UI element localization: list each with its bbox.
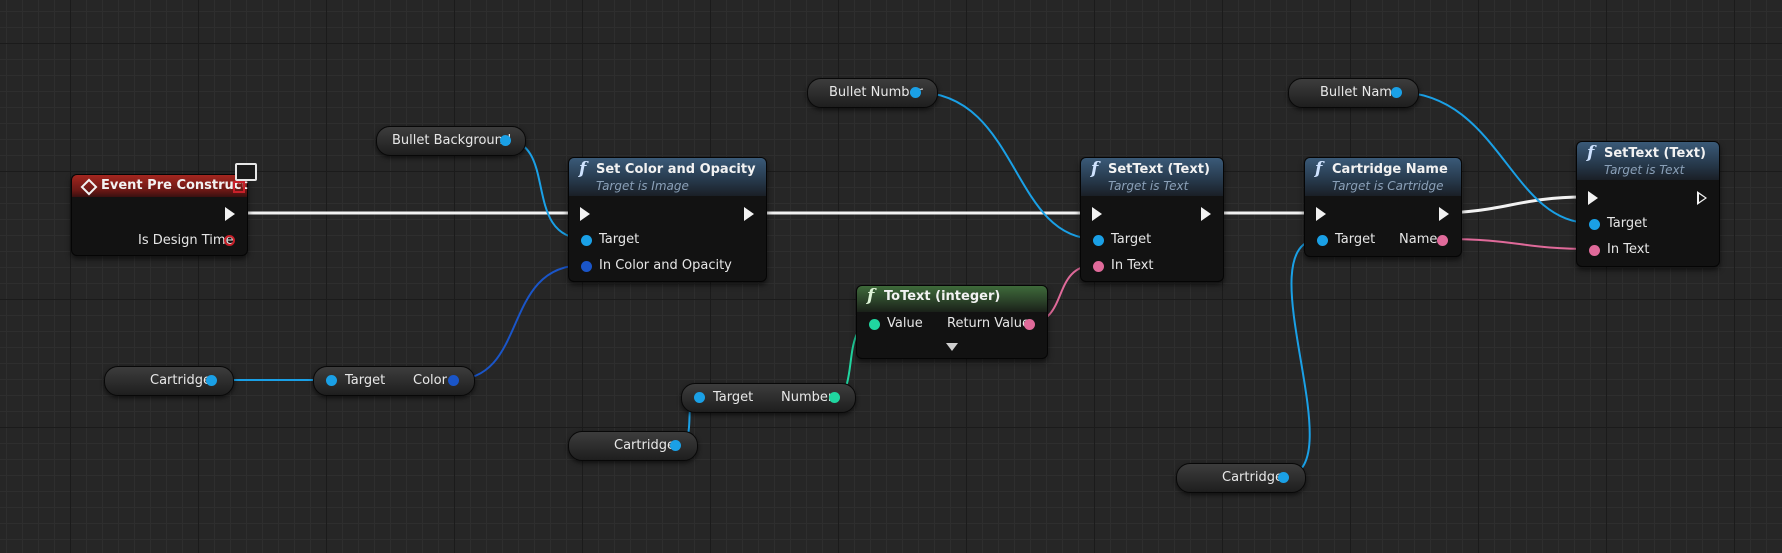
node-title: Set Color and Opacity bbox=[596, 162, 756, 177]
color-output-pin[interactable] bbox=[448, 375, 459, 386]
pin-label: Target bbox=[1335, 232, 1376, 247]
get-number-node[interactable]: Target Number bbox=[681, 383, 856, 413]
node-subtitle: Target is Image bbox=[596, 179, 689, 193]
cartridge-name-node[interactable]: f Cartridge Name Target is Cartridge Tar… bbox=[1304, 157, 1462, 257]
target-pin[interactable] bbox=[1093, 235, 1104, 246]
pure-function-header: f ToText (integer) bbox=[857, 286, 1047, 312]
value-pin[interactable] bbox=[869, 319, 880, 330]
is-design-time-pin[interactable] bbox=[224, 235, 235, 246]
pin-label: In Color and Opacity bbox=[599, 258, 732, 273]
settext-node[interactable]: f SetText (Text) Target is Text Target I… bbox=[1080, 157, 1224, 282]
function-header: f SetText (Text) Target is Text bbox=[1577, 142, 1719, 180]
target-pin[interactable] bbox=[1317, 235, 1328, 246]
output-delegate-pin[interactable] bbox=[233, 181, 245, 193]
return-value-pin[interactable] bbox=[1024, 319, 1035, 330]
event-header: Event Pre Construct bbox=[72, 163, 257, 197]
pin-label: Number bbox=[781, 390, 834, 405]
node-subtitle: Target is Cartridge bbox=[1332, 179, 1444, 193]
node-title: SetText (Text) bbox=[1108, 162, 1210, 177]
variable-output-pin[interactable] bbox=[500, 135, 511, 146]
variable-output-pin[interactable] bbox=[206, 375, 217, 386]
pin-label: Target bbox=[713, 390, 754, 405]
cartridge-variable[interactable]: Cartridge bbox=[568, 431, 698, 461]
data-wire bbox=[1281, 238, 1322, 478]
data-wire bbox=[1395, 91, 1591, 224]
name-output-pin[interactable] bbox=[1437, 235, 1448, 246]
function-header: f SetText (Text) Target is Text bbox=[1081, 158, 1223, 196]
pin-label: Target bbox=[1111, 232, 1152, 247]
totext-integer-node[interactable]: f ToText (integer) Value Return Value bbox=[856, 285, 1048, 359]
function-icon: f bbox=[867, 286, 875, 306]
exec-in-pin[interactable] bbox=[1316, 207, 1326, 221]
target-pin[interactable] bbox=[326, 375, 337, 386]
in-text-pin[interactable] bbox=[1093, 261, 1104, 272]
data-wire bbox=[1441, 238, 1593, 250]
variable-output-pin[interactable] bbox=[910, 87, 921, 98]
set-color-and-opacity-node[interactable]: f Set Color and Opacity Target is Image … bbox=[568, 157, 767, 282]
expand-arrow-icon[interactable] bbox=[946, 343, 958, 351]
exec-out-pin[interactable] bbox=[225, 207, 235, 221]
target-pin[interactable] bbox=[1589, 219, 1600, 230]
variable-label: Bullet Name bbox=[1320, 85, 1400, 100]
function-icon: f bbox=[1315, 159, 1323, 179]
variable-label: Cartridge bbox=[1222, 470, 1283, 485]
variable-output-pin[interactable] bbox=[1391, 87, 1402, 98]
pin-label: In Text bbox=[1111, 258, 1154, 273]
pin-label: Target bbox=[345, 373, 386, 388]
number-output-pin[interactable] bbox=[829, 392, 840, 403]
variable-label: Cartridge bbox=[150, 373, 211, 388]
node-title: SetText (Text) bbox=[1604, 146, 1706, 161]
node-subtitle: Target is Text bbox=[1108, 179, 1189, 193]
variable-label: Bullet Number bbox=[829, 85, 923, 100]
exec-in-pin[interactable] bbox=[1588, 191, 1598, 205]
variable-label: Bullet Background bbox=[392, 133, 512, 148]
pin-label: Color bbox=[413, 373, 447, 388]
pin-label: Return Value bbox=[947, 316, 1030, 331]
exec-in-pin[interactable] bbox=[580, 207, 590, 221]
node-title: ToText (integer) bbox=[884, 289, 1001, 304]
bullet-name-variable[interactable]: Bullet Name bbox=[1288, 78, 1419, 108]
pin-label: Name bbox=[1399, 232, 1438, 247]
node-title: Event Pre Construct bbox=[101, 178, 248, 193]
pin-label: In Text bbox=[1607, 242, 1650, 257]
node-title: Cartridge Name bbox=[1332, 162, 1448, 177]
get-color-node[interactable]: Target Color bbox=[313, 366, 475, 396]
exec-in-pin[interactable] bbox=[1092, 207, 1102, 221]
exec-out-pin[interactable] bbox=[744, 207, 754, 221]
function-icon: f bbox=[579, 159, 587, 179]
pin-label: Value bbox=[887, 316, 923, 331]
function-icon: f bbox=[1091, 159, 1099, 179]
function-icon: f bbox=[1587, 143, 1595, 163]
data-wire bbox=[452, 264, 585, 381]
node-subtitle: Target is Text bbox=[1604, 163, 1685, 177]
event-diamond-icon bbox=[80, 178, 98, 196]
in-text-pin[interactable] bbox=[1589, 245, 1600, 256]
pin-label: Is Design Time bbox=[138, 233, 234, 248]
exec-out-pin[interactable] bbox=[1697, 191, 1707, 205]
exec-out-pin[interactable] bbox=[1201, 207, 1211, 221]
target-pin[interactable] bbox=[694, 392, 705, 403]
cartridge-variable[interactable]: Cartridge bbox=[1176, 463, 1306, 493]
color-pin[interactable] bbox=[581, 261, 592, 272]
function-header: f Cartridge Name Target is Cartridge bbox=[1305, 158, 1461, 196]
variable-label: Cartridge bbox=[614, 438, 675, 453]
exec-out-pin[interactable] bbox=[1439, 207, 1449, 221]
event-pre-construct-node[interactable]: Event Pre Construct Is Design Time bbox=[71, 163, 257, 256]
pin-label: Target bbox=[1607, 216, 1648, 231]
target-pin[interactable] bbox=[581, 235, 592, 246]
bullet-background-variable[interactable]: Bullet Background bbox=[376, 126, 526, 156]
data-wire bbox=[914, 91, 1097, 240]
settext-node[interactable]: f SetText (Text) Target is Text Target I… bbox=[1576, 141, 1720, 267]
variable-output-pin[interactable] bbox=[670, 440, 681, 451]
cartridge-variable[interactable]: Cartridge bbox=[104, 366, 234, 396]
variable-output-pin[interactable] bbox=[1278, 472, 1289, 483]
pin-label: Target bbox=[599, 232, 640, 247]
bullet-number-variable[interactable]: Bullet Number bbox=[807, 78, 938, 108]
function-header: f Set Color and Opacity Target is Image bbox=[569, 158, 766, 196]
monitor-icon bbox=[235, 163, 257, 181]
